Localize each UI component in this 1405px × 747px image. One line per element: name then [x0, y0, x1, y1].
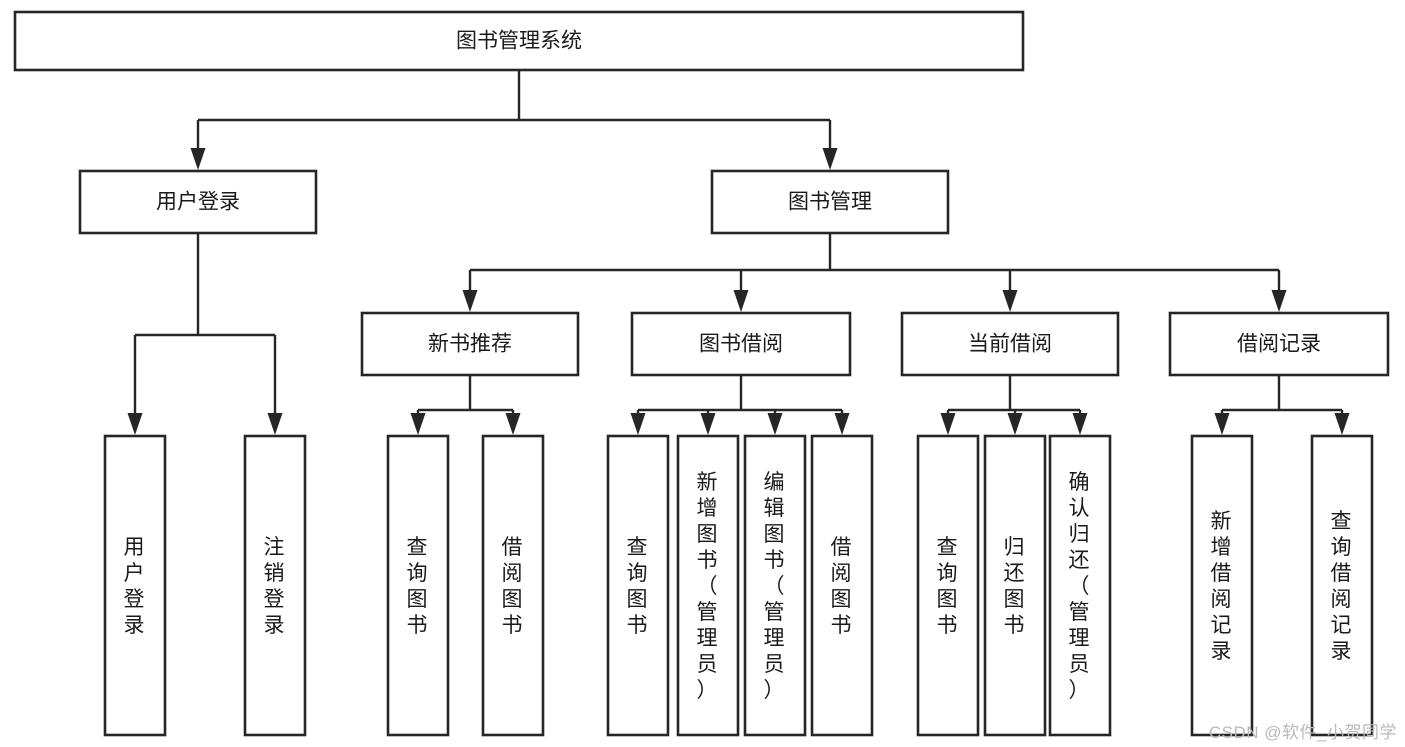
node-newbook[interactable]: 新书推荐	[360, 311, 580, 377]
connector-arrowhead	[1334, 413, 1350, 435]
node-r2[interactable]: 查询借阅记录	[1310, 434, 1374, 737]
connector-arrowhead	[834, 413, 850, 435]
node-label: 编辑图书（管理员）	[764, 471, 787, 702]
connector-layer	[127, 70, 1350, 435]
node-label: 新书推荐	[428, 333, 512, 356]
connector-arrowhead	[767, 413, 783, 435]
connector-arrowhead	[1271, 290, 1287, 312]
connector-arrowhead	[1002, 290, 1018, 312]
node-box[interactable]	[481, 434, 545, 737]
node-label: 注销登录	[264, 536, 287, 637]
node-label: 借阅记录	[1237, 333, 1321, 356]
connector-arrowhead	[1007, 413, 1023, 435]
node-box[interactable]	[1048, 434, 1112, 737]
node-label: 借阅图书	[502, 536, 525, 637]
node-records[interactable]: 借阅记录	[1168, 311, 1390, 377]
node-box[interactable]	[676, 434, 740, 737]
connector-arrowhead	[190, 148, 206, 170]
node-label: 用户登录	[124, 536, 147, 637]
node-label: 图书管理系统	[456, 30, 582, 53]
node-box[interactable]	[103, 434, 167, 737]
node-login[interactable]: 用户登录	[78, 169, 318, 235]
connector-arrowhead	[267, 413, 283, 435]
node-box[interactable]	[630, 311, 852, 377]
node-n2[interactable]: 借阅图书	[481, 434, 545, 737]
node-box[interactable]	[810, 434, 874, 737]
node-n1[interactable]: 查询图书	[386, 434, 450, 737]
node-l1[interactable]: 用户登录	[103, 434, 167, 737]
connector-arrowhead	[127, 413, 143, 435]
node-label: 借阅图书	[831, 536, 854, 637]
node-bookmgmt[interactable]: 图书管理	[710, 169, 950, 235]
node-c2[interactable]: 归还图书	[983, 434, 1047, 737]
node-box[interactable]	[1168, 311, 1390, 377]
node-box[interactable]	[360, 311, 580, 377]
node-b2[interactable]: 新增图书（管理员）	[676, 434, 740, 737]
node-label: 图书管理	[788, 191, 872, 214]
node-box[interactable]	[1310, 434, 1374, 737]
connector-arrowhead	[462, 290, 478, 312]
node-label: 图书借阅	[699, 333, 783, 356]
connector-arrowhead	[733, 290, 749, 312]
node-box[interactable]	[243, 434, 307, 737]
node-box[interactable]	[13, 10, 1025, 72]
node-label: 查询借阅记录	[1331, 510, 1354, 663]
node-label: 用户登录	[156, 191, 240, 214]
connector-arrowhead	[940, 413, 956, 435]
node-box[interactable]	[743, 434, 807, 737]
node-label: 查询图书	[627, 536, 650, 637]
node-box[interactable]	[710, 169, 950, 235]
node-label: 归还图书	[1004, 536, 1027, 637]
connector-arrowhead	[822, 148, 838, 170]
node-root[interactable]: 图书管理系统	[13, 10, 1025, 72]
node-c1[interactable]: 查询图书	[916, 434, 980, 737]
node-box[interactable]	[1190, 434, 1254, 737]
node-layer: 图书管理系统用户登录图书管理新书推荐图书借阅当前借阅借阅记录用户登录注销登录查询…	[13, 10, 1390, 737]
node-label: 新增借阅记录	[1211, 510, 1234, 663]
node-box[interactable]	[78, 169, 318, 235]
connector-arrowhead	[1072, 413, 1088, 435]
node-label: 查询图书	[407, 536, 430, 637]
connector-arrowhead	[1214, 413, 1230, 435]
node-b4[interactable]: 借阅图书	[810, 434, 874, 737]
node-l2[interactable]: 注销登录	[243, 434, 307, 737]
node-r1[interactable]: 新增借阅记录	[1190, 434, 1254, 737]
node-b1[interactable]: 查询图书	[606, 434, 670, 737]
node-label: 新增图书（管理员）	[697, 471, 720, 702]
node-c3[interactable]: 确认归还（管理员）	[1048, 434, 1112, 737]
node-label: 查询图书	[937, 536, 960, 637]
node-box[interactable]	[606, 434, 670, 737]
node-label: 确认归还（管理员）	[1069, 471, 1092, 702]
node-box[interactable]	[386, 434, 450, 737]
node-b3[interactable]: 编辑图书（管理员）	[743, 434, 807, 737]
connector-arrowhead	[505, 413, 521, 435]
node-current[interactable]: 当前借阅	[900, 311, 1120, 377]
node-box[interactable]	[983, 434, 1047, 737]
node-borrow[interactable]: 图书借阅	[630, 311, 852, 377]
connector-arrowhead	[410, 413, 426, 435]
connector-arrowhead	[630, 413, 646, 435]
node-label: 当前借阅	[968, 333, 1052, 356]
node-box[interactable]	[916, 434, 980, 737]
node-box[interactable]	[900, 311, 1120, 377]
connector-arrowhead	[700, 413, 716, 435]
